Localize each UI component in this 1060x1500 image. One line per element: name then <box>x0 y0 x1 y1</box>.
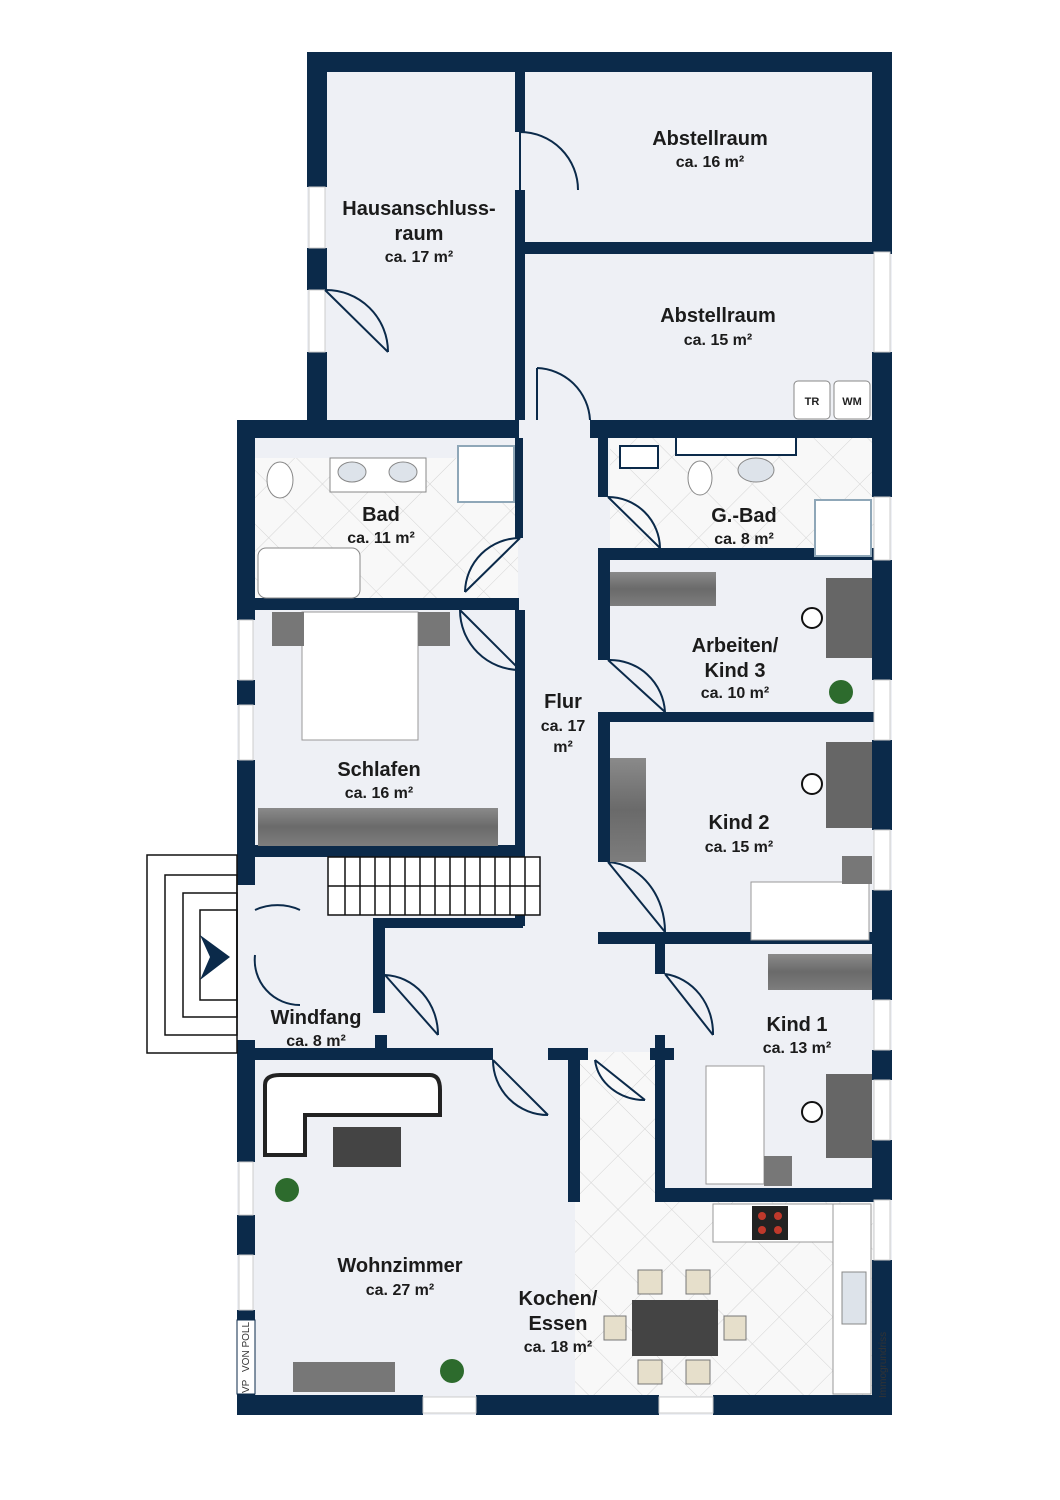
dryer <box>793 380 831 420</box>
sofa-icon <box>263 1073 442 1157</box>
flur-area-2: m² <box>553 739 573 756</box>
dining-table-icon <box>632 1300 718 1356</box>
sink-icon <box>841 1271 867 1325</box>
bed-icon <box>705 1065 765 1185</box>
arbeiten-name-2: Kind 3 <box>704 660 765 682</box>
wohnzimmer-area: ca. 27 m² <box>366 1282 434 1299</box>
kochen-name-1: Kochen/ <box>519 1288 598 1310</box>
washer-label: WM <box>842 396 862 408</box>
logo-initials: VP <box>241 1379 252 1393</box>
bathtub-icon <box>257 547 361 599</box>
desk-icon <box>826 578 872 658</box>
plant-icon <box>275 1178 299 1202</box>
tv-board <box>293 1362 395 1392</box>
kochen-name-2: Essen <box>529 1313 588 1335</box>
abstellraum-2-area: ca. 15 m² <box>684 332 752 349</box>
kitchen-tiles <box>575 1052 658 1202</box>
chair-icon <box>723 1315 747 1341</box>
staircase <box>327 856 541 916</box>
toilet-icon <box>266 461 294 499</box>
dryer-label: TR <box>805 396 820 408</box>
chair-icon <box>685 1359 711 1385</box>
kind2-area: ca. 15 m² <box>705 839 773 856</box>
doors <box>253 131 715 1116</box>
sink-icon <box>337 461 367 483</box>
shelf <box>610 572 716 606</box>
bed-icon <box>301 611 419 741</box>
watermark: Immogrundriss <box>878 1332 889 1398</box>
stove-icon <box>752 1206 788 1240</box>
schlafen-name: Schlafen <box>337 759 420 781</box>
chair-icon <box>801 773 823 795</box>
arbeiten-area: ca. 10 m² <box>701 685 769 702</box>
room-labels: Hausanschluss- raum ca. 17 m² Abstellrau… <box>271 128 862 1356</box>
chair-icon <box>801 607 823 629</box>
kind1-area: ca. 13 m² <box>763 1040 831 1057</box>
wardrobe <box>258 808 498 846</box>
kind1-name: Kind 1 <box>766 1014 827 1036</box>
shower-icon <box>814 499 872 557</box>
hausanschluss-area: ca. 17 m² <box>385 249 453 266</box>
chair-icon <box>685 1269 711 1295</box>
chair-icon <box>603 1315 627 1341</box>
wohnzimmer-name: Wohnzimmer <box>337 1255 462 1277</box>
wardrobe <box>610 758 646 862</box>
windfang-name: Windfang <box>271 1007 362 1029</box>
hausanschluss-name-1: Hausanschluss- <box>342 198 495 220</box>
coffee-table <box>333 1127 401 1167</box>
abstellraum-1-name: Abstellraum <box>652 128 768 150</box>
gbad-area: ca. 8 m² <box>714 531 774 548</box>
kochen-area: ca. 18 m² <box>524 1339 592 1356</box>
chair-icon <box>801 1101 823 1123</box>
windows <box>238 186 891 1414</box>
bed-icon <box>750 881 870 941</box>
walls <box>237 52 892 1415</box>
bad-area: ca. 11 m² <box>347 530 415 547</box>
flur-name: Flur <box>544 691 582 713</box>
chair-icon <box>637 1359 663 1385</box>
bad-name: Bad <box>362 504 400 526</box>
washer <box>833 380 871 420</box>
logo: VON POLL VP <box>236 1319 256 1395</box>
gbad-name: G.-Bad <box>711 505 777 527</box>
wardrobe <box>768 954 872 990</box>
shower-icon <box>457 445 515 503</box>
logo-text: VON POLL <box>241 1322 252 1372</box>
entrance <box>146 854 238 1054</box>
flur-area-1: ca. 17 <box>541 718 586 735</box>
abstellraum-1-area: ca. 16 m² <box>676 154 744 171</box>
schlafen-area: ca. 16 m² <box>345 785 413 802</box>
desk-icon <box>826 1074 872 1158</box>
plant-icon <box>440 1359 464 1383</box>
kind2-name: Kind 2 <box>708 812 769 834</box>
desk-icon <box>826 742 872 828</box>
sink-icon <box>737 457 775 483</box>
windfang-area: ca. 8 m² <box>286 1033 346 1050</box>
chair-icon <box>637 1269 663 1295</box>
toilet-icon <box>687 460 713 496</box>
abstellraum-2-name: Abstellraum <box>660 305 776 327</box>
entrance-arrow-icon <box>200 935 230 980</box>
plant-icon <box>829 680 853 704</box>
furniture <box>257 380 872 1395</box>
arbeiten-name-1: Arbeiten/ <box>692 635 779 657</box>
sink-icon <box>388 461 418 483</box>
hausanschluss-name-2: raum <box>395 223 444 245</box>
